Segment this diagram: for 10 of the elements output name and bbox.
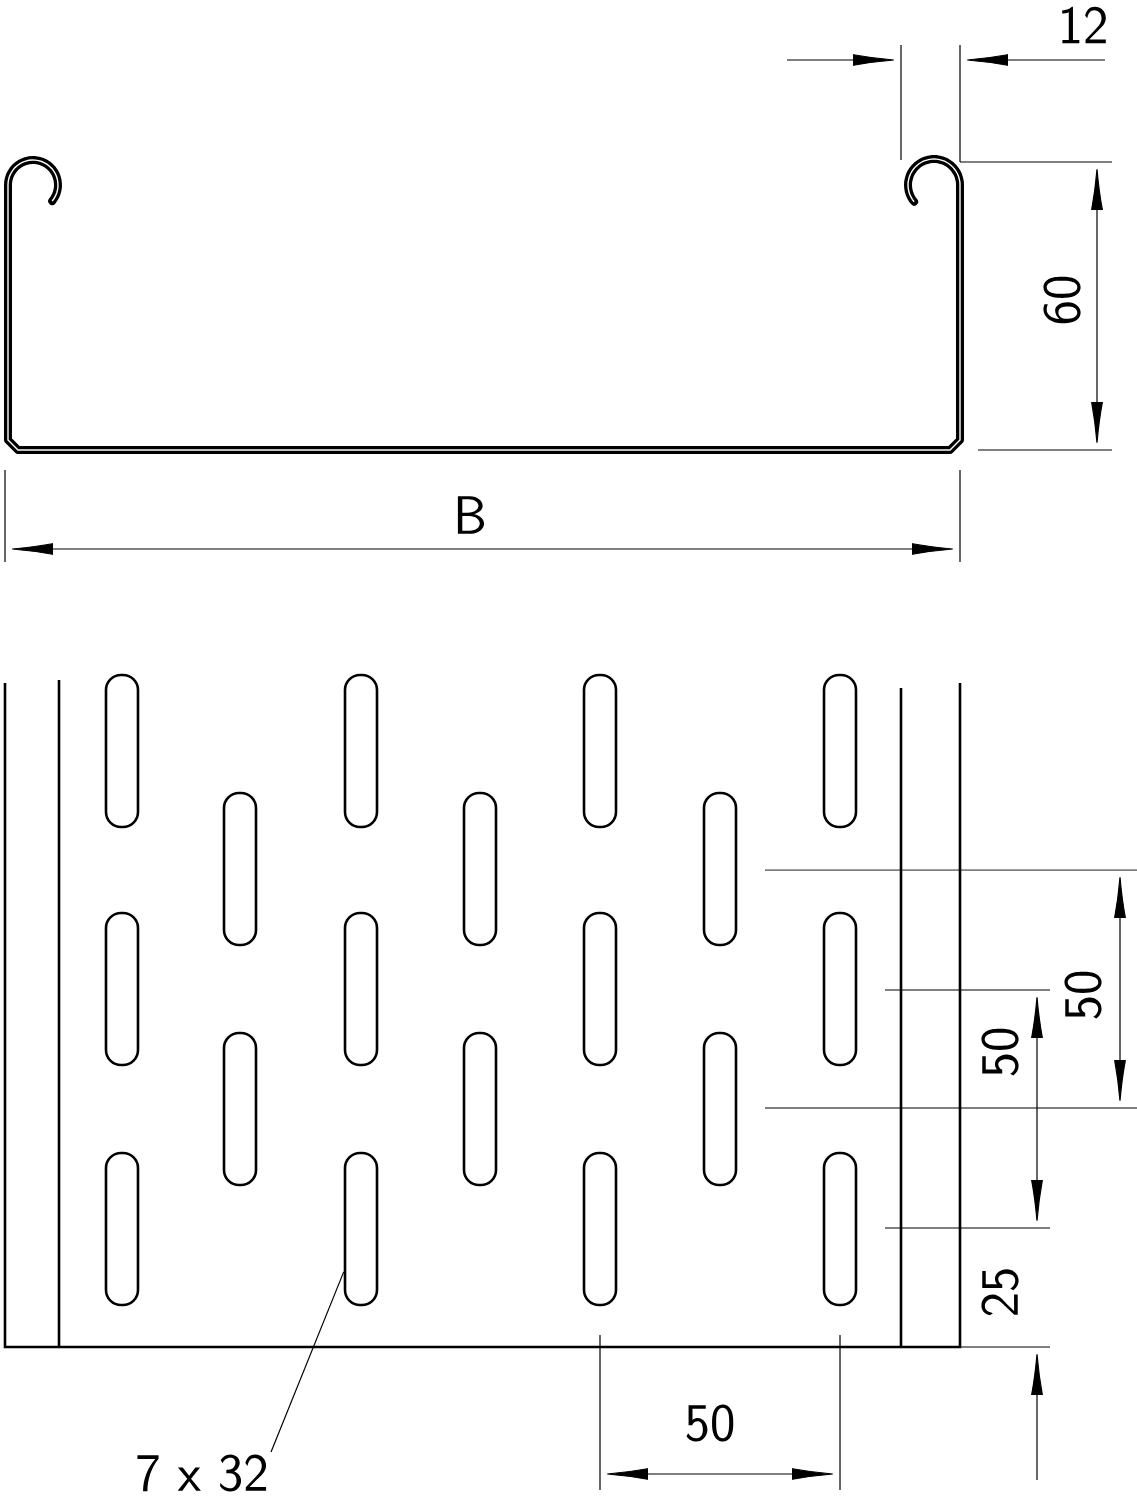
dimension-label: 12: [1062, 6, 1106, 44]
dimension-label: 25: [981, 1269, 1019, 1316]
dimension-label: 50: [981, 1028, 1019, 1076]
callout-text: 7 x 32: [137, 1454, 267, 1492]
slot: [343, 1151, 379, 1307]
leader-line: [270, 1271, 345, 1453]
dimension-label: 50: [1064, 971, 1102, 1019]
dimension-label: B: [457, 496, 485, 534]
dimension-label: 50: [686, 1404, 734, 1442]
dimension-label: 60: [1043, 276, 1081, 324]
